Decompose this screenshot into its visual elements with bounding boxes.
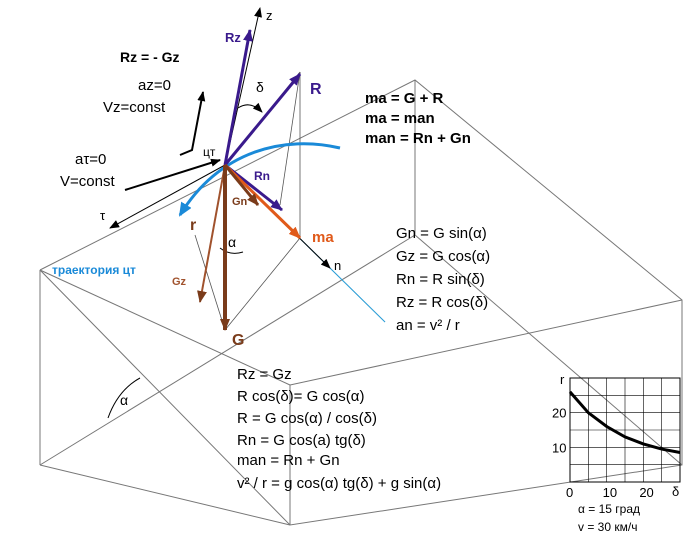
bottom-eq-2: R cos(δ)= G cos(α) <box>237 388 364 405</box>
v-arrow <box>124 158 221 191</box>
note-atau: aτ=0 <box>75 151 106 168</box>
top-equations: ma = G + R ma = man man = Rn + Gn <box>365 90 471 147</box>
top-eq-3: man = Rn + Gn <box>365 130 471 147</box>
gz-label: Gz <box>172 276 187 288</box>
bottom-eq-6: v² / r = g cos(α) tg(δ) + g sin(α) <box>237 475 441 492</box>
right-eq-1: Gn = G sin(α) <box>396 225 487 242</box>
ma-vector <box>223 163 302 240</box>
tau-axis <box>109 164 226 229</box>
delta-arc <box>237 102 263 113</box>
right-eq-5: an = v² / r <box>396 317 460 334</box>
vz-arrow <box>179 91 206 156</box>
bottom-equations: Rz = Gz R cos(δ)= G cos(α) R = G cos(α) … <box>237 366 441 492</box>
bottom-eq-3: R = G cos(α) / cos(δ) <box>237 410 377 427</box>
note-v: V=const <box>60 173 115 190</box>
top-eq-2: ma = man <box>365 110 435 127</box>
bottom-eq-5: man = Rn + Gn <box>237 452 340 469</box>
tau-axis-label: τ <box>100 208 106 223</box>
r-radius-label: r <box>190 217 196 234</box>
inset-ticks: 0 10 20 20 10 <box>552 406 654 500</box>
slope-box <box>39 79 683 526</box>
inset-x-axis-label: δ <box>672 484 679 499</box>
alpha-arc-center <box>219 247 244 254</box>
g-label: G <box>232 332 244 349</box>
r-vector <box>223 73 302 166</box>
trajectory-curve <box>178 142 341 217</box>
rn-label: Rn <box>254 169 270 183</box>
gn-label: Gn <box>232 196 248 208</box>
cg-label: цт <box>203 145 216 159</box>
right-eq-4: Rz = R cos(δ) <box>396 294 488 311</box>
bottom-eq-1: Rz = Gz <box>237 366 292 383</box>
gn-vector <box>223 164 260 206</box>
alpha-center-label: α <box>228 234 236 250</box>
right-equations: Gn = G sin(α) Gz = G cos(α) Rn = R sin(δ… <box>396 225 490 334</box>
inset-y-axis-label: r <box>560 372 565 387</box>
note-rz-eq: Rz = - Gz <box>120 49 180 65</box>
rz-label: Rz <box>225 30 241 45</box>
inset-caption-alpha: α = 15 град <box>578 502 640 516</box>
rz-vector <box>223 29 253 166</box>
inset-x-tick-label: 0 <box>566 485 573 500</box>
inset-frame <box>569 377 681 483</box>
ma-label: ma <box>312 229 334 246</box>
inset-x-tick-label: 20 <box>639 485 653 500</box>
bottom-eq-4: Rn = G cos(a) tg(δ) <box>237 432 366 449</box>
alpha-slope-label: α <box>120 392 128 408</box>
inset-series <box>568 390 681 454</box>
inset-caption-v: v = 30 км/ч <box>578 520 637 534</box>
right-eq-2: Gz = G cos(α) <box>396 248 490 265</box>
inset-y-tick-label: 20 <box>552 406 566 421</box>
inset-chart: 0 10 20 20 10 r δ α = 15 град v = 30 км/ч <box>552 372 681 534</box>
trajectory-label: траектория цт <box>52 263 136 277</box>
inset-y-tick-label: 10 <box>552 440 566 455</box>
inset-grid <box>569 377 681 483</box>
gz-vector <box>197 164 226 303</box>
alpha-arc-slope <box>107 377 141 419</box>
z-axis-label: z <box>266 8 273 23</box>
right-eq-3: Rn = R sin(δ) <box>396 271 485 288</box>
r-label: R <box>310 81 322 98</box>
delta-label: δ <box>256 79 264 95</box>
note-vz: Vz=const <box>103 99 166 116</box>
n-axis-label: n <box>334 258 341 273</box>
inset-series-line <box>568 390 681 454</box>
inset-x-tick-label: 10 <box>603 485 617 500</box>
top-eq-1: ma = G + R <box>365 90 444 107</box>
note-az: az=0 <box>138 77 171 94</box>
